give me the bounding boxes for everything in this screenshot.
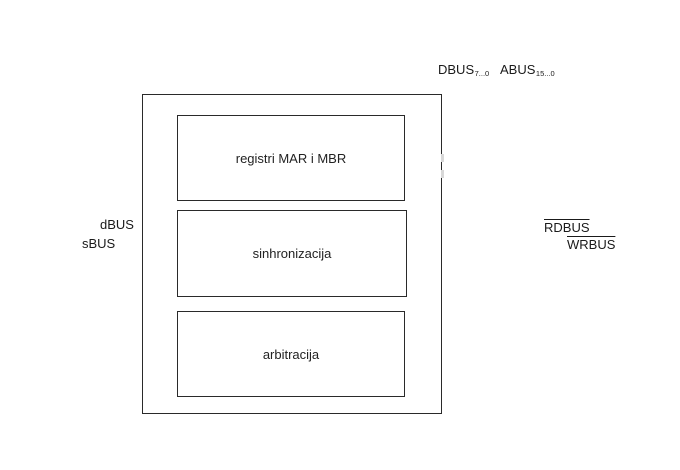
data-bus-range: 7...0 (474, 69, 490, 78)
address-bus-range: 15...0 (535, 69, 555, 78)
sbus-signal-label: sBUS (82, 236, 116, 251)
synchronization-block: sinhronizacija (177, 210, 407, 297)
arbitration-block: arbitracija (177, 311, 405, 397)
mar-mbr-registers-block: registri MAR i MBR (177, 115, 405, 201)
wrbus-signal-label: WRBUS (567, 237, 616, 252)
mar-mbr-registers-label: registri MAR i MBR (235, 150, 347, 166)
connection-tick (441, 170, 444, 178)
arbitration-label: arbitracija (262, 346, 320, 362)
dbus-signal-label: dBUS (100, 217, 134, 232)
address-bus-name: ABUS (500, 62, 536, 77)
bus-interface-module (142, 94, 442, 414)
data-bus-name: DBUS (438, 62, 475, 77)
connection-tick (441, 154, 444, 162)
data-bus-signal-label: DBUS7...0 (438, 63, 489, 78)
rdbus-signal-label: RDBUS (544, 220, 590, 235)
synchronization-label: sinhronizacija (252, 246, 332, 261)
address-bus-signal-label: ABUS15...0 (500, 63, 555, 78)
